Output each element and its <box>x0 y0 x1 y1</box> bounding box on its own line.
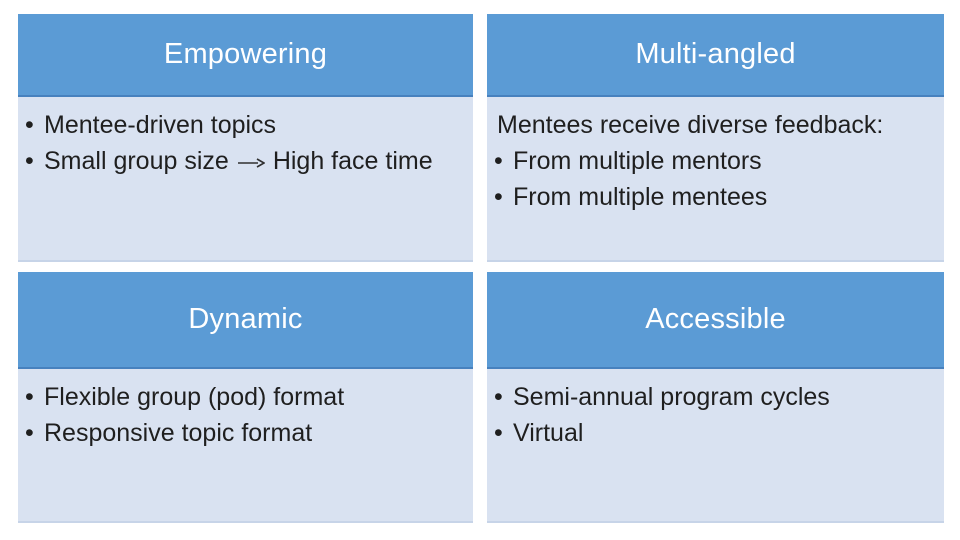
quadrant-body: • Semi-annual program cycles • Virtual <box>487 369 944 523</box>
bullet-list: • Flexible group (pod) format • Responsi… <box>25 379 465 451</box>
list-item-text: Flexible group (pod) format <box>44 383 345 411</box>
list-item-text: From multiple mentees <box>513 183 768 211</box>
bullet-list: • From multiple mentors • From multiple … <box>494 143 936 215</box>
quadrant-accessible: Accessible • Semi-annual program cycles … <box>487 272 944 523</box>
quadrant-title: Multi-angled <box>635 38 796 70</box>
list-item: • Responsive topic format <box>25 415 465 451</box>
list-item-text: From multiple mentors <box>513 147 762 175</box>
bullet-icon: • <box>25 147 34 175</box>
bullet-icon: • <box>494 419 503 447</box>
list-item-text: Responsive topic format <box>44 419 313 447</box>
list-item-text: Small group size High face time <box>44 143 433 179</box>
quadrant-body: • Flexible group (pod) format • Responsi… <box>18 369 473 523</box>
bullet-icon: • <box>25 383 34 411</box>
intro-text: Mentees receive diverse feedback: <box>497 111 884 139</box>
list-item-text: Virtual <box>513 419 584 447</box>
list-item: • Small group size High face time <box>25 143 465 179</box>
quadrant-body: Mentees receive diverse feedback: • From… <box>487 97 944 262</box>
quadrant-title: Dynamic <box>188 303 303 335</box>
list-item: • Flexible group (pod) format <box>25 379 465 415</box>
quadrant-multi-angled: Multi-angled Mentees receive diverse fee… <box>487 14 944 262</box>
list-item: • Virtual <box>494 415 936 451</box>
quadrant-header: Empowering <box>18 14 473 97</box>
arrow-right-icon <box>237 143 266 179</box>
list-item-text-before-arrow: Small group size <box>44 147 229 175</box>
quadrant-header: Multi-angled <box>487 14 944 97</box>
quadrant-empowering: Empowering • Mentee-driven topics • Smal… <box>18 14 473 262</box>
list-item: • From multiple mentees <box>494 179 936 215</box>
bullet-icon: • <box>25 419 34 447</box>
list-item-text: Semi-annual program cycles <box>513 383 830 411</box>
quadrant-header: Dynamic <box>18 272 473 369</box>
quadrant-body: • Mentee-driven topics • Small group siz… <box>18 97 473 262</box>
list-item-text: Mentee-driven topics <box>44 111 277 139</box>
bullet-list: • Mentee-driven topics • Small group siz… <box>25 107 465 179</box>
quadrant-header: Accessible <box>487 272 944 369</box>
list-item-text-after-arrow: High face time <box>272 147 433 175</box>
list-item: • From multiple mentors <box>494 143 936 179</box>
quadrant-title: Accessible <box>645 303 786 335</box>
bullet-icon: • <box>25 111 34 139</box>
bullet-icon: • <box>494 183 503 211</box>
quadrant-title: Empowering <box>163 38 328 70</box>
list-item: • Mentee-driven topics <box>25 107 465 143</box>
bullet-icon: • <box>494 147 503 175</box>
bullet-icon: • <box>494 383 503 411</box>
quadrant-dynamic: Dynamic • Flexible group (pod) format • … <box>18 272 473 523</box>
bullet-list: • Semi-annual program cycles • Virtual <box>494 379 936 451</box>
list-item: • Semi-annual program cycles <box>494 379 936 415</box>
